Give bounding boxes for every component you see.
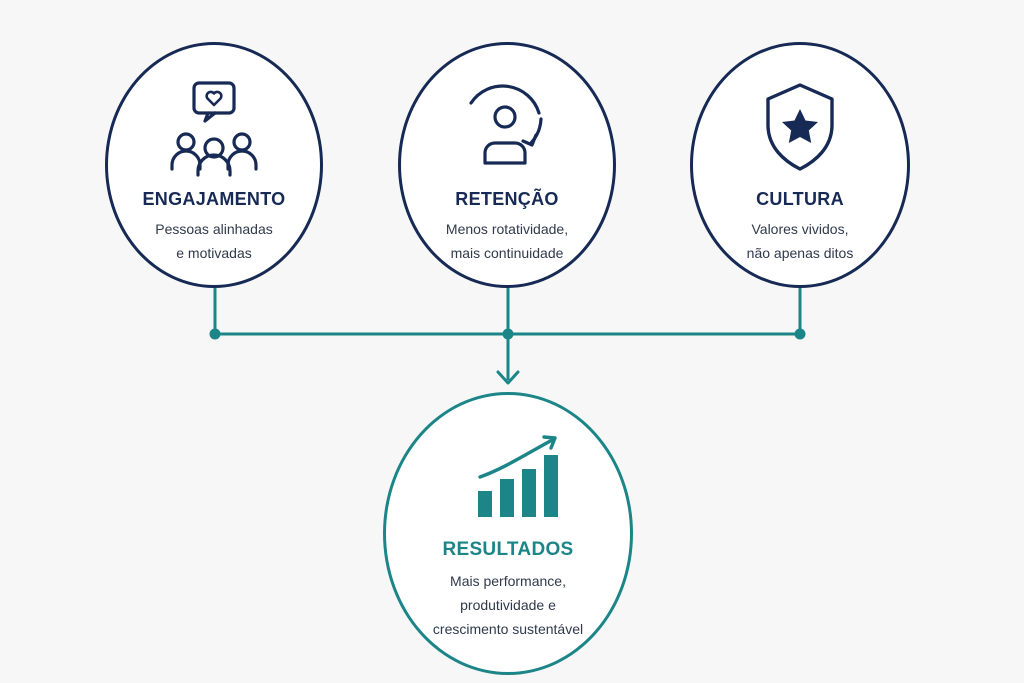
shield-star-icon (766, 83, 834, 171)
people-chat-heart-icon (170, 81, 258, 177)
growth-bar-chart-icon (478, 435, 558, 517)
description-line: mais continuidade (450, 245, 564, 261)
result-title: RESULTADOS (442, 539, 574, 560)
description-line: crescimento sustentável (432, 621, 584, 637)
description-line: Menos rotatividade, (445, 221, 569, 237)
description-line: produtividade e (460, 597, 556, 613)
description-line: não apenas ditos (746, 245, 854, 261)
result-description: Mais performance, produtividade e cresci… (386, 569, 630, 641)
junction-dot-center (502, 328, 514, 340)
node-title: ENGAJAMENTO (142, 189, 286, 209)
node-resultados: RESULTADOS Mais performance, produtivida… (383, 392, 633, 675)
node-cultura: CULTURA Valores vividos, não apenas dito… (690, 42, 910, 288)
node-engajamento: ENGAJAMENTO Pessoas alinhadas e motivada… (105, 42, 323, 288)
node-title: CULTURA (756, 189, 844, 209)
node-title: RETENÇÃO (455, 189, 559, 209)
description-line: Pessoas alinhadas (155, 221, 273, 237)
person-refresh-icon (469, 84, 543, 165)
node-description: Pessoas alinhadas e motivadas (108, 217, 320, 265)
node-description: Menos rotatividade, mais continuidade (401, 217, 613, 265)
arrow-head (496, 370, 520, 385)
junction-dot-left (209, 328, 221, 340)
node-description: Valores vividos, não apenas ditos (693, 217, 907, 265)
junction-dot-right (794, 328, 806, 340)
description-line: Valores vividos, (751, 221, 849, 237)
description-line: e motivadas (176, 245, 252, 261)
description-line: Mais performance, (450, 573, 566, 589)
node-retencao: RETENÇÃO Menos rotatividade, mais contin… (398, 42, 616, 288)
